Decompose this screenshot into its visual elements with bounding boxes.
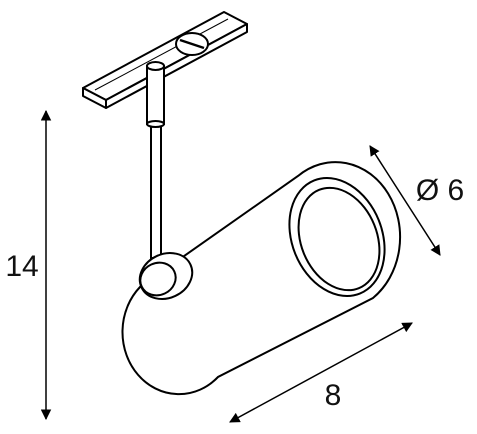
mounting-stem [146, 61, 165, 259]
joint-knob [138, 252, 194, 300]
track-adapter-knob [175, 32, 209, 56]
diameter-label: Ø 6 [416, 174, 464, 207]
height-label: 14 [5, 250, 38, 283]
diameter-dimension: Ø 6 [369, 145, 464, 256]
length-label: 8 [325, 379, 342, 412]
spotlight-body [121, 161, 402, 396]
height-dimension: 14 [5, 109, 52, 421]
length-dimension: 8 [229, 322, 413, 423]
